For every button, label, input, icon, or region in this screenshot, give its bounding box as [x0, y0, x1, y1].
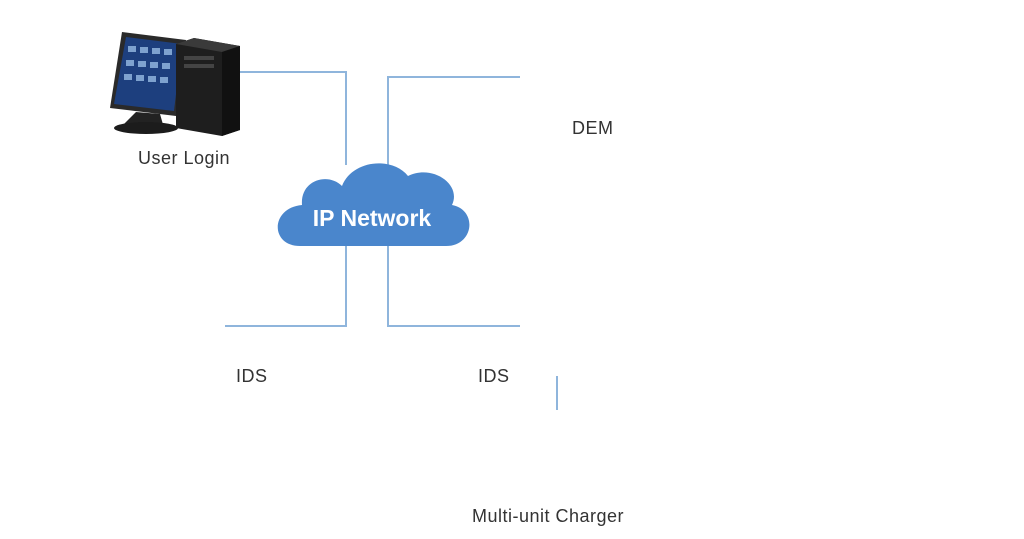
link-ids-left [225, 245, 347, 327]
network-label: IP Network [313, 205, 432, 231]
link-ids-right [387, 245, 520, 327]
ids-right-label: IDS [478, 366, 510, 386]
user-login-label: User Login [138, 148, 231, 168]
computer-icon [110, 32, 240, 136]
link-dem [387, 76, 520, 165]
ids-left-label: IDS [236, 366, 268, 386]
cloud-icon: IP Network [277, 163, 470, 246]
link-user-login [240, 71, 347, 165]
charger-label: Multi-unit Charger [472, 506, 625, 526]
network-links [225, 71, 558, 410]
dem-label: DEM [572, 118, 614, 138]
